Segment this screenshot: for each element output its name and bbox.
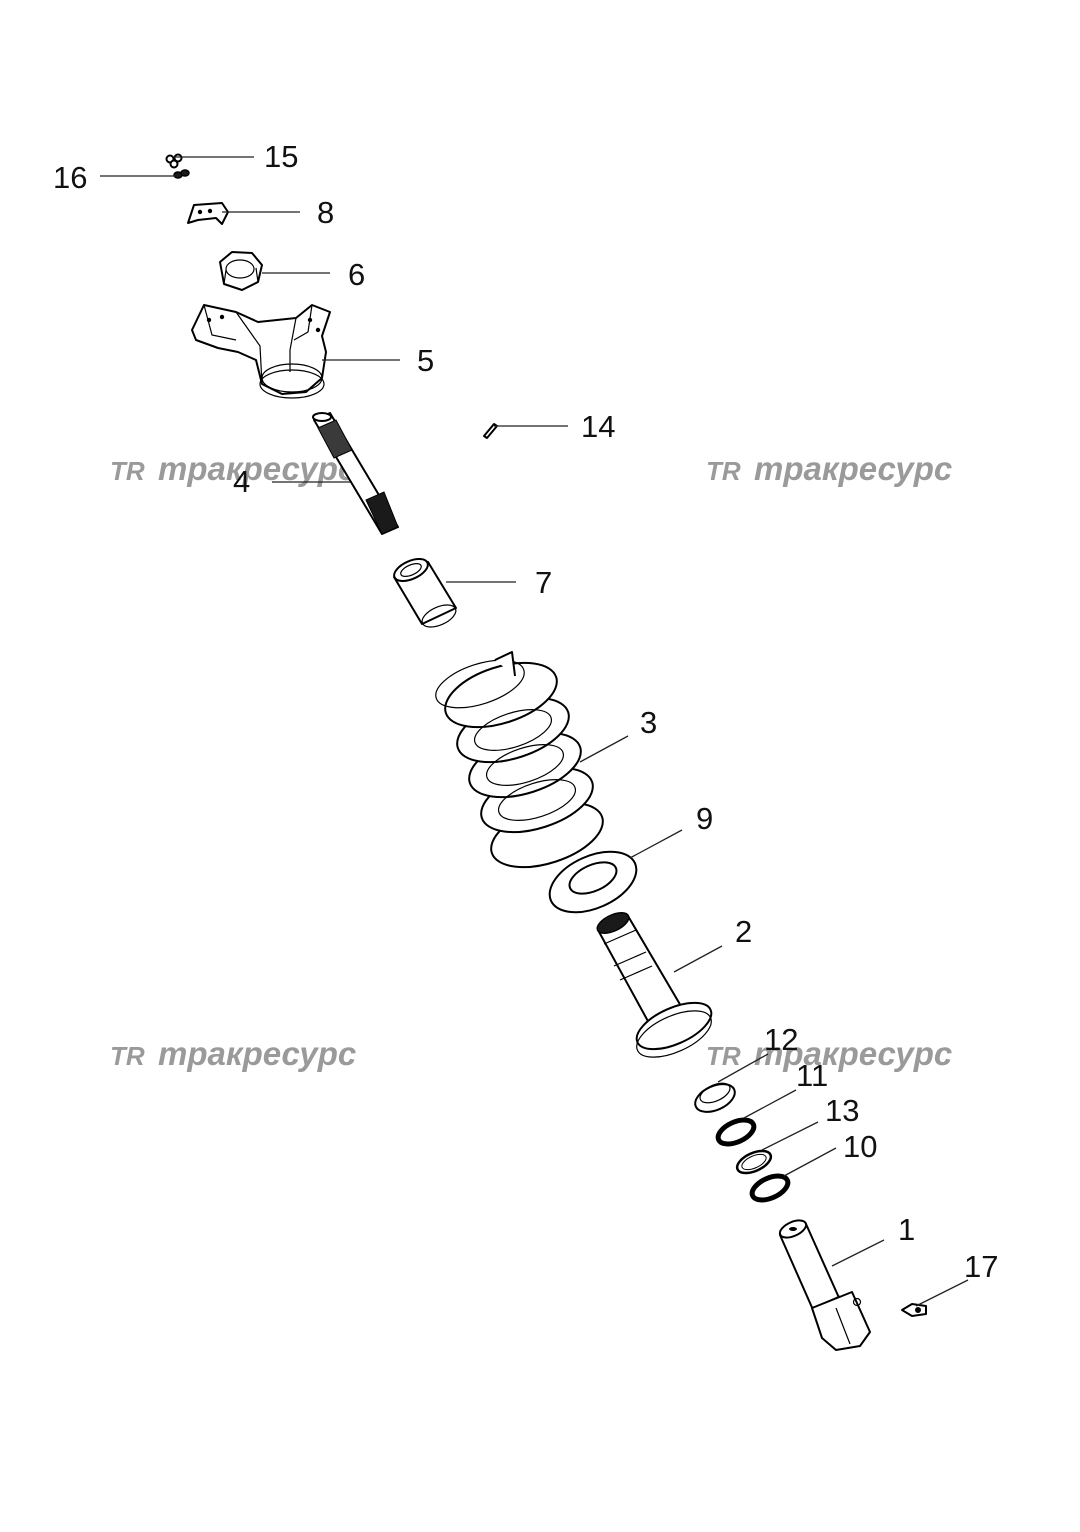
watermark-logo: TR <box>706 456 741 486</box>
watermark-top-right: TR тракресурс <box>706 450 952 487</box>
part-8-bracket <box>187 202 229 225</box>
callout-2: 2 <box>735 914 752 949</box>
callout-4: 4 <box>233 464 250 499</box>
leader-3 <box>579 735 629 763</box>
callout-13: 13 <box>825 1093 859 1128</box>
watermark-bottom-right: TR тракресурс <box>706 1035 952 1072</box>
part-4-threaded-rod <box>312 412 399 535</box>
callout-7: 7 <box>535 565 552 600</box>
watermark-logo: TR <box>706 1041 741 1071</box>
part-9-washer <box>548 850 638 914</box>
watermark-logo: TR <box>110 1041 145 1071</box>
leader-17 <box>915 1279 969 1307</box>
callout-1: 1 <box>898 1212 915 1247</box>
callout-8: 8 <box>317 195 334 230</box>
leader-1 <box>831 1239 885 1267</box>
leader-11 <box>743 1089 797 1119</box>
watermark-bottom-left: TR тракресурс <box>110 1035 356 1072</box>
callout-17: 17 <box>964 1249 998 1284</box>
part-15-bolts <box>165 153 183 169</box>
watermark-brand: тракресурс <box>158 1035 356 1072</box>
leader-9 <box>629 829 683 859</box>
callout-12: 12 <box>764 1022 798 1057</box>
callout-14: 14 <box>581 409 615 444</box>
leader-lines <box>100 156 969 1307</box>
watermark-brand: тракресурс <box>754 1035 952 1072</box>
callout-10: 10 <box>843 1129 877 1164</box>
callout-numbers: 15 16 8 6 5 14 4 7 3 9 2 12 11 13 10 1 1… <box>53 139 998 1284</box>
leader-10 <box>783 1147 837 1177</box>
callout-3: 3 <box>640 705 657 740</box>
watermark-brand: тракресурс <box>158 450 356 487</box>
part-16-washers <box>173 169 190 179</box>
callout-15: 15 <box>264 139 298 174</box>
leader-13 <box>761 1121 819 1151</box>
callout-9: 9 <box>696 801 713 836</box>
watermark-brand: тракресурс <box>754 450 952 487</box>
part-13-ring <box>735 1149 773 1175</box>
leader-2 <box>673 945 723 973</box>
callout-5: 5 <box>417 343 434 378</box>
part-10-o-ring <box>749 1173 791 1203</box>
part-7-bushing <box>393 557 457 628</box>
part-5-housing <box>191 304 331 399</box>
watermark-top-left: TR тракресурс <box>110 450 356 487</box>
part-6-hex-nut <box>219 251 263 291</box>
callout-6: 6 <box>348 257 365 292</box>
callout-16: 16 <box>53 160 87 195</box>
leader-12 <box>717 1053 769 1083</box>
part-11-o-ring <box>715 1117 757 1147</box>
callout-11: 11 <box>796 1058 828 1093</box>
part-17-fitting <box>901 1303 927 1317</box>
part-2-cylinder <box>596 912 713 1058</box>
watermark-logo: TR <box>110 456 145 486</box>
part-12-collar <box>694 1082 736 1113</box>
part-1-piston-rod <box>778 1219 871 1351</box>
part-3-coil-spring <box>435 651 604 869</box>
